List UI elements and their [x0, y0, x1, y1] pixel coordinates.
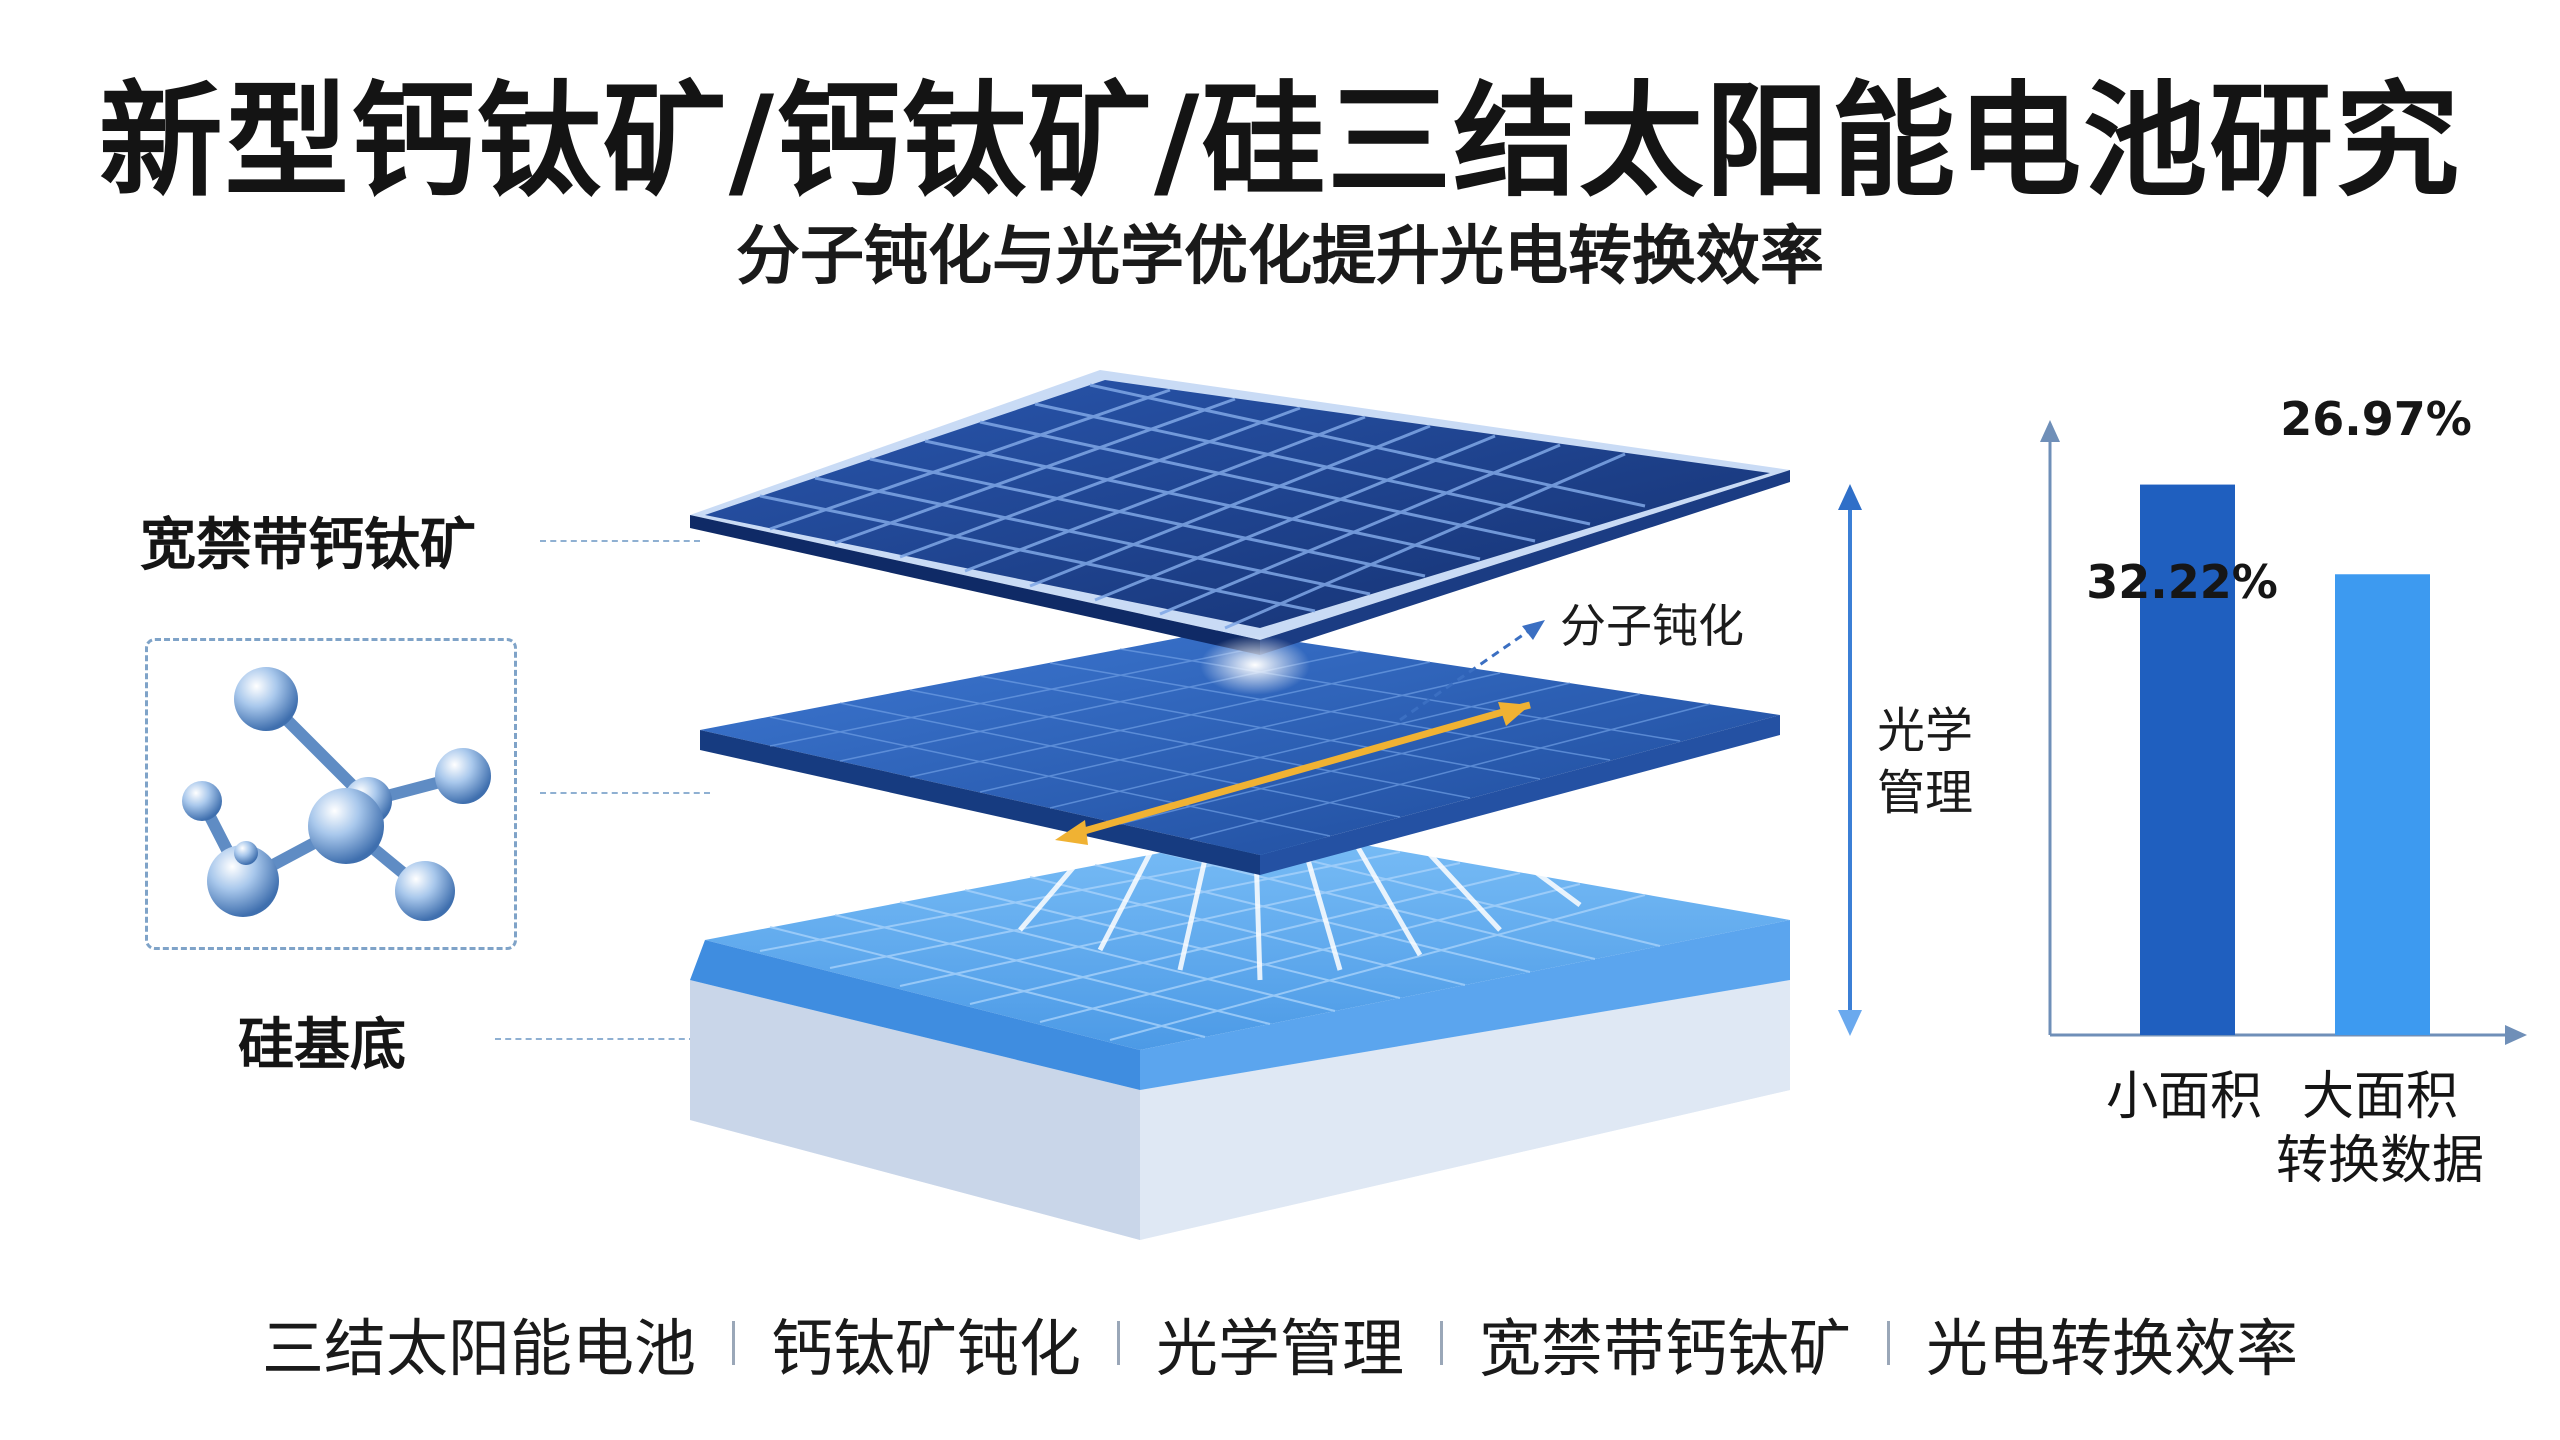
footer-tag: 钙钛矿钝化: [770, 1312, 1081, 1385]
footer-separator: [1116, 1321, 1120, 1365]
footer-tag: 三结太阳能电池: [261, 1312, 696, 1385]
layer-stack-diagram: [690, 370, 1790, 1240]
bottom-layer-label: 硅基底: [238, 1013, 406, 1078]
molecule-illustration: [145, 638, 517, 950]
efficiency-bar-chart: [2040, 420, 2527, 1045]
bar-value-label-small-area: 32.22%: [2086, 555, 2278, 609]
footer-separator: [731, 1321, 735, 1365]
passivation-label: 分子钝化: [1560, 599, 1744, 653]
footer-keyword-bar: 三结太阳能电池 钙钛矿钝化 光学管理 宽禁带钙钛矿 光电转换效率: [0, 1298, 2560, 1388]
y-axis-arrow-icon: [2040, 420, 2060, 442]
passivation-arrow: [1055, 620, 1545, 845]
leader-line-bottom: [495, 1038, 695, 1040]
leader-line-middle: [540, 792, 710, 794]
footer-tag: 光电转换效率: [1926, 1312, 2299, 1385]
bar-value-label-large-area: 26.97%: [2280, 392, 2472, 446]
molecule-icon: [182, 667, 491, 921]
top-solar-panel: [690, 370, 1790, 655]
bar-small-area: [2140, 484, 2235, 1035]
top-layer-label: 宽禁带钙钛矿: [140, 513, 476, 578]
silicon-substrate: [690, 830, 1790, 1240]
middle-perovskite-layer: [700, 630, 1780, 875]
x-axis-arrow-icon: [2505, 1025, 2527, 1045]
page-title: 新型钙钛矿/钙钛矿/硅三结太阳能电池研究: [98, 70, 2462, 214]
page-subtitle: 分子钝化与光学优化提升光电转换效率: [736, 220, 1824, 294]
optics-range-arrow: [1838, 484, 1862, 1036]
bar-large-area: [2335, 574, 2430, 1035]
footer-tag: 光学管理: [1155, 1312, 1404, 1385]
footer-separator: [1440, 1321, 1443, 1365]
category-label-small-area: 小面积: [2105, 1067, 2262, 1127]
footer-tag: 宽禁带钙钛矿: [1479, 1312, 1852, 1385]
leader-line-top: [540, 540, 700, 542]
optics-label: 光学管理: [1876, 703, 1973, 821]
footer-separator: [1887, 1321, 1891, 1365]
category-label-large-area: 大面积 转换数据: [2275, 1067, 2484, 1191]
